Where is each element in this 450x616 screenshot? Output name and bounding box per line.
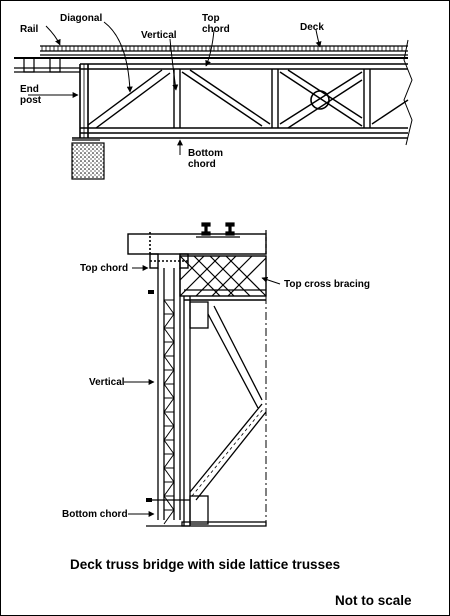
end-post: [79, 64, 89, 138]
lower-leaders: [124, 265, 281, 517]
scale-note: Not to scale: [335, 593, 412, 608]
deck-label: Deck: [300, 22, 324, 33]
vertical-label-lower: Vertical: [89, 377, 125, 388]
gusset-ring: [310, 90, 330, 110]
top-chord-label-upper-line2: chord: [202, 24, 230, 35]
top-chord-label-upper-line1: Top: [202, 13, 220, 24]
bottom-chord-label-lower: Bottom chord: [62, 509, 128, 520]
rail-label: Rail: [20, 24, 39, 35]
diagonal-label: Diagonal: [60, 13, 103, 24]
bottom-chord: [72, 127, 408, 141]
abutment: [71, 142, 105, 180]
verticals: [173, 69, 371, 128]
top-chord: [80, 63, 408, 70]
upper-leaders: [28, 21, 322, 155]
bolt-details: [146, 290, 154, 502]
bottom-chord-label-upper-line2: chord: [188, 159, 216, 170]
bottom-chord-section: [146, 495, 267, 527]
rails: [201, 222, 235, 236]
diagram-caption: Deck truss bridge with side lattice trus…: [70, 557, 341, 572]
top-cross-bracing: [179, 255, 267, 301]
lattice-vertical: [157, 268, 181, 525]
inner-post: [183, 296, 263, 526]
top-chord-label-lower: Top chord: [80, 263, 129, 274]
approach-span: [14, 57, 80, 73]
elevation-view: [14, 39, 413, 180]
bottom-chord-label-upper-line1: Bottom: [188, 148, 223, 159]
lower-strut: [189, 403, 267, 501]
diagonals: [87, 69, 409, 129]
top-cross-bracing-label: Top cross bracing: [284, 279, 370, 290]
break-line: [403, 39, 413, 146]
end-post-label-line1: End: [20, 84, 39, 95]
deck-band: [14, 45, 408, 59]
cross-section-view: [127, 222, 267, 527]
end-post-label-line2: post: [20, 95, 42, 106]
vertical-label-upper: Vertical: [141, 30, 177, 41]
